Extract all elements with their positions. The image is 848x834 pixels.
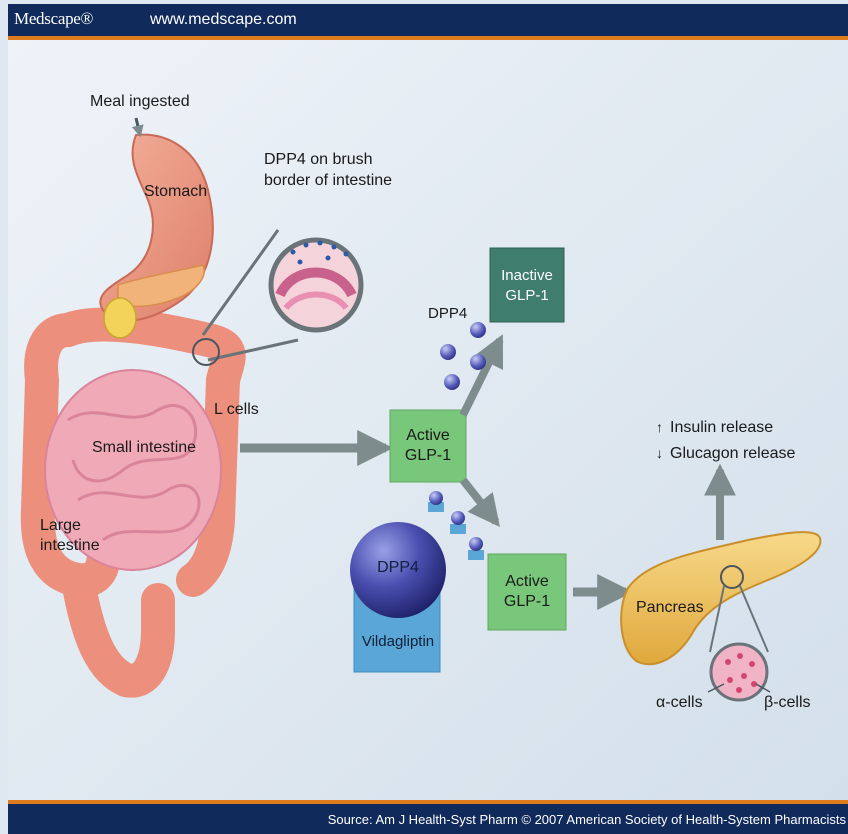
pancreas-label: Pancreas	[636, 599, 704, 616]
brush-border-label-1: DPP4 on brush	[264, 151, 373, 168]
stomach-label: Stomach	[144, 183, 207, 200]
dpp4-sphere-label: DPP4	[377, 559, 419, 576]
site-url-link[interactable]: www.medscape.com	[150, 11, 297, 29]
large-intestine-label-2: intestine	[40, 537, 100, 554]
glp1-dpp4-diagram: Active GLP-1 Inactive GLP-1 DPP4	[8, 40, 848, 800]
medscape-logo[interactable]: Medscape®	[14, 9, 93, 29]
alpha-cells-label: α-cells	[656, 694, 703, 711]
header-bar	[8, 4, 848, 36]
insulin-up-arrow-icon: ↑	[656, 419, 663, 435]
insulin-label: Insulin release	[670, 419, 773, 436]
source-citation: Source: Am J Health-Syst Pharm © 2007 Am…	[328, 812, 846, 827]
large-intestine-label-1: Large	[40, 517, 81, 534]
active-glp1-box	[390, 410, 466, 482]
glucagon-label: Glucagon release	[670, 445, 796, 462]
inactive-glp1-label-1: Inactive	[501, 267, 553, 284]
l-cells-label: L cells	[214, 401, 259, 418]
active-glp1-label-1: Active	[406, 427, 450, 444]
gallbladder-shape	[104, 298, 136, 338]
beta-cells-label: β-cells	[764, 694, 811, 711]
inactive-glp1-label-2: GLP-1	[505, 287, 548, 304]
active-glp1-label-2: GLP-1	[405, 447, 451, 464]
glucagon-down-arrow-icon: ↓	[656, 445, 663, 461]
small-intestine-label: Small intestine	[92, 439, 196, 456]
active-glp1-2-label-1: Active	[505, 573, 549, 590]
active-glp1-box-2	[488, 554, 566, 630]
brush-border-label-2: border of intestine	[264, 172, 392, 189]
vildagliptin-label: Vildagliptin	[362, 633, 434, 650]
meal-ingested-label: Meal ingested	[90, 93, 190, 110]
inactive-glp1-box	[490, 248, 564, 322]
dpp4-top-label: DPP4	[428, 305, 467, 322]
active-glp1-2-label-2: GLP-1	[504, 593, 550, 610]
